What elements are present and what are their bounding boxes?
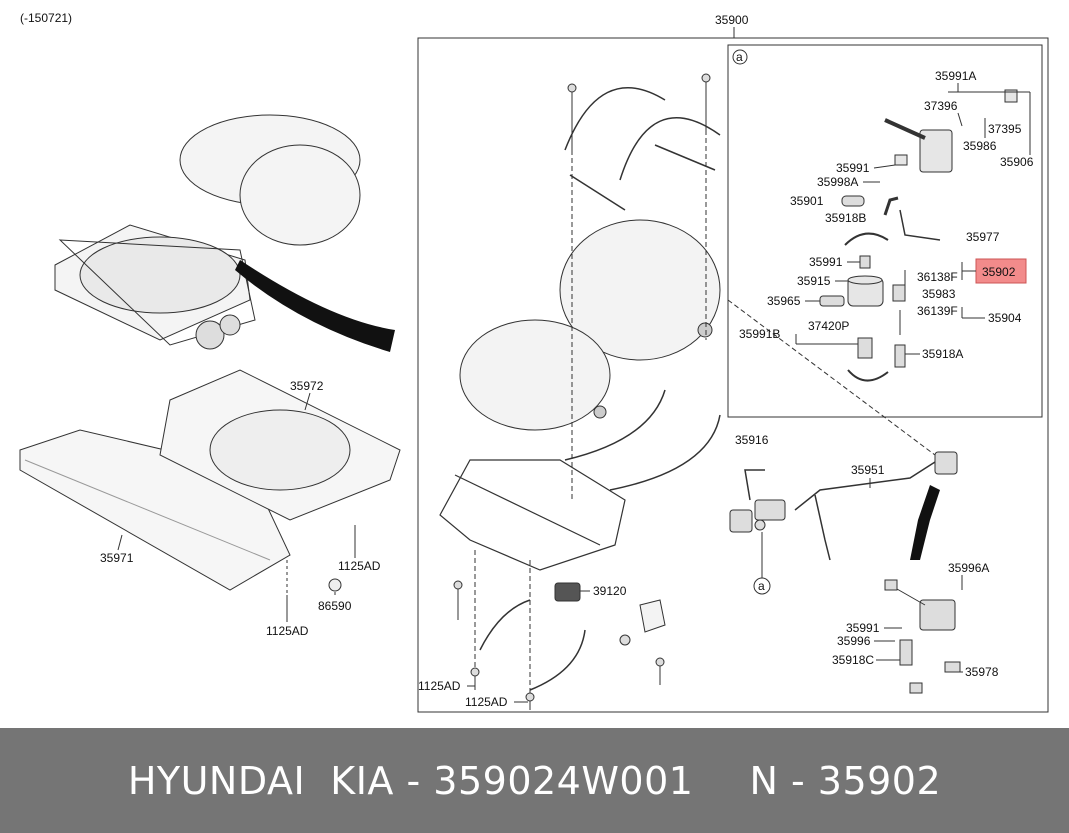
brand-and-part-code: HYUNDAI KIA - 359024W001 bbox=[127, 758, 694, 803]
parts-diagram: (-150721) 35900 a 35972 35971 1125AD 865… bbox=[19, 11, 1049, 713]
label-35998a: 35998A bbox=[817, 175, 858, 189]
part-35977 bbox=[899, 209, 941, 241]
label-35918c: 35918C bbox=[832, 653, 874, 667]
bracket-39120 bbox=[554, 582, 581, 602]
large-tank bbox=[559, 219, 721, 361]
label-86590: 86590 bbox=[318, 599, 352, 613]
label-37395: 37395 bbox=[988, 122, 1022, 136]
bolts bbox=[453, 73, 711, 710]
label-35986: 35986 bbox=[963, 139, 997, 153]
label-36138f: 36138F bbox=[917, 270, 958, 284]
pipe-35951-branch bbox=[814, 494, 831, 561]
label-37396: 37396 bbox=[924, 99, 958, 113]
part-37420p bbox=[857, 337, 873, 359]
detail-marker: a bbox=[736, 50, 743, 64]
label-35977: 35977 bbox=[966, 230, 1000, 244]
assembly-label: 35900 bbox=[715, 13, 749, 27]
part-35965 bbox=[819, 295, 845, 307]
mount-bracket bbox=[619, 599, 666, 646]
label-35991-b: 35991 bbox=[809, 255, 843, 269]
label-35904: 35904 bbox=[988, 311, 1022, 325]
part-number-banner: HYUNDAI KIA - 359024W001 N - 35902 bbox=[0, 728, 1069, 833]
dash-lines-center bbox=[474, 130, 707, 695]
filter-35915 bbox=[847, 275, 884, 307]
label-35996: 35996 bbox=[837, 634, 871, 648]
label-35972: 35972 bbox=[290, 379, 324, 393]
part-35918b bbox=[883, 196, 899, 216]
highlight-35902 bbox=[975, 258, 1027, 284]
pipe-35916 bbox=[744, 469, 765, 501]
tank-straps bbox=[479, 86, 721, 691]
valve-top bbox=[934, 451, 958, 475]
label-35978: 35978 bbox=[965, 665, 999, 679]
label-39120: 39120 bbox=[593, 584, 627, 598]
label-35902: 35902 bbox=[982, 265, 1016, 279]
part-35901 bbox=[841, 195, 865, 207]
label-35971: 35971 bbox=[100, 551, 134, 565]
label-1125ad-2: 1125AD bbox=[266, 624, 309, 638]
valve-assembly bbox=[729, 499, 786, 533]
label-1125ad-3: 1125AD bbox=[418, 679, 461, 693]
under-cover-right bbox=[159, 369, 401, 521]
bracket-lower bbox=[847, 369, 889, 382]
detail-leader bbox=[727, 299, 936, 456]
assembled-tank-view bbox=[54, 114, 361, 350]
valve-pointer-arrow bbox=[910, 485, 940, 560]
label-36139f: 36139F bbox=[917, 304, 958, 318]
callout-marker: a bbox=[758, 579, 765, 593]
revision-label: (-150721) bbox=[20, 11, 72, 25]
label-35991-c: 35991 bbox=[846, 621, 880, 635]
part-35991-b bbox=[859, 255, 871, 269]
label-35983: 35983 bbox=[922, 287, 956, 301]
label-35906: 35906 bbox=[1000, 155, 1034, 169]
pipe-35951 bbox=[794, 461, 936, 511]
label-35991b: 35991B bbox=[739, 327, 780, 341]
label-35991-a: 35991 bbox=[836, 161, 870, 175]
label-35901: 35901 bbox=[790, 194, 824, 208]
label-1125ad-4: 1125AD bbox=[465, 695, 508, 709]
label-35951: 35951 bbox=[851, 463, 885, 477]
label-35916: 35916 bbox=[735, 433, 769, 447]
label-35918b: 35918B bbox=[825, 211, 866, 225]
assembly-frame bbox=[417, 37, 1049, 713]
view-pointer-arrow bbox=[235, 260, 395, 352]
bracket-upper bbox=[844, 232, 889, 246]
reference-number: N - 35902 bbox=[749, 758, 942, 803]
part-35918a bbox=[894, 344, 906, 368]
label-35965: 35965 bbox=[767, 294, 801, 308]
label-37420p: 37420P bbox=[808, 319, 849, 333]
detail-marker-circle bbox=[732, 49, 748, 65]
part-35983 bbox=[892, 284, 906, 302]
detail-valve-body bbox=[884, 89, 1018, 173]
tank-frame bbox=[439, 459, 626, 571]
label-1125ad-1: 1125AD bbox=[338, 559, 381, 573]
label-35918a: 35918A bbox=[922, 347, 963, 361]
small-tank bbox=[459, 319, 611, 431]
valve-bottom bbox=[884, 579, 961, 694]
label-35996a: 35996A bbox=[948, 561, 989, 575]
label-35915: 35915 bbox=[797, 274, 831, 288]
label-35991a: 35991A bbox=[935, 69, 976, 83]
